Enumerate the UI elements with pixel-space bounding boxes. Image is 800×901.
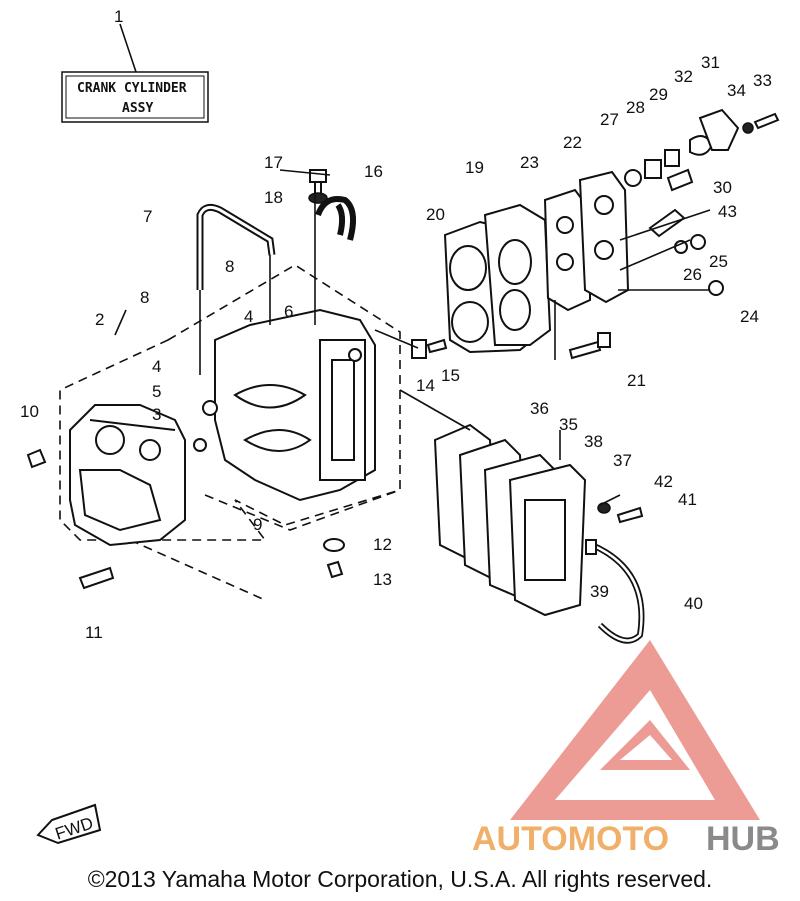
callout-35: 35: [559, 415, 578, 434]
thermostat-group: [624, 108, 780, 296]
watermark-text-accent: HUB: [706, 820, 780, 858]
gasket-stack: [433, 423, 587, 617]
callout-13: 13: [373, 570, 392, 589]
callout-33: 33: [753, 71, 772, 90]
assembly-outline-block: [204, 489, 401, 531]
callout-32: 32: [674, 67, 693, 86]
fwd-arrow: FWD: [36, 803, 102, 845]
callout-3: 3: [152, 405, 161, 424]
callout-28: 28: [626, 98, 645, 117]
callout-29: 29: [649, 85, 668, 104]
callout-8a: 8: [225, 257, 234, 276]
callout-34: 34: [727, 81, 746, 100]
callout-22: 22: [563, 133, 582, 152]
callout-7: 7: [143, 207, 152, 226]
callout-15: 15: [441, 366, 460, 385]
callout-21: 21: [627, 371, 646, 390]
cylinder-block: [193, 308, 376, 502]
copyright-notice: ©2013 Yamaha Motor Corporation, U.S.A. A…: [87, 866, 713, 892]
callout-11: 11: [85, 623, 103, 642]
title-line2: ASSY: [122, 101, 153, 116]
callout-8b: 8: [140, 288, 149, 307]
callout-43: 43: [718, 202, 737, 221]
callout-23: 23: [520, 153, 539, 172]
callout-6: 6: [284, 302, 293, 321]
callout-19: 19: [465, 158, 484, 177]
callout-37: 37: [613, 451, 632, 470]
callout-27: 27: [600, 110, 619, 129]
callout-25: 25: [709, 252, 728, 271]
callout-38: 38: [584, 432, 603, 451]
callout-30: 30: [713, 178, 732, 197]
head-cover: [543, 170, 630, 312]
callout-16: 16: [364, 162, 383, 181]
callout-20: 20: [426, 205, 445, 224]
callout-26: 26: [683, 265, 702, 284]
bolt-21: [568, 340, 602, 360]
callout-42: 42: [654, 472, 673, 491]
cylinder-head: [443, 203, 552, 354]
title-box: CRANK CYLINDER ASSY: [61, 71, 209, 123]
callout-12: 12: [373, 535, 392, 554]
callout-41: 41: [678, 490, 697, 509]
callout-17: 17: [264, 153, 283, 172]
callout-1: 1: [114, 7, 123, 26]
callout-4a: 4: [244, 307, 253, 326]
callout-18: 18: [264, 188, 283, 207]
callout-31: 31: [701, 53, 720, 72]
callout-9: 9: [253, 515, 262, 534]
callout-14: 14: [416, 376, 435, 395]
callout-2: 2: [95, 310, 104, 329]
callout-labels: 1 2 3 4 4 5 6 7 8 8 9 10 11 12 13 14 15 …: [20, 7, 772, 642]
callout-5: 5: [152, 382, 161, 401]
callout-10: 10: [20, 402, 39, 421]
crankcase-half: [69, 404, 186, 547]
title-line1: CRANK CYLINDER: [77, 81, 187, 96]
watermark-logo: [510, 640, 760, 820]
callout-24: 24: [740, 307, 759, 326]
callout-39: 39: [590, 582, 609, 601]
callout-36: 36: [530, 399, 549, 418]
watermark-text-main: AUTOMOTO: [472, 820, 669, 858]
assembly-outline-crankcase: [59, 264, 401, 541]
callout-4b: 4: [152, 357, 161, 376]
bracket-bolt-group: [308, 169, 357, 241]
callout-40: 40: [684, 594, 703, 613]
leader-lines: [114, 169, 621, 506]
